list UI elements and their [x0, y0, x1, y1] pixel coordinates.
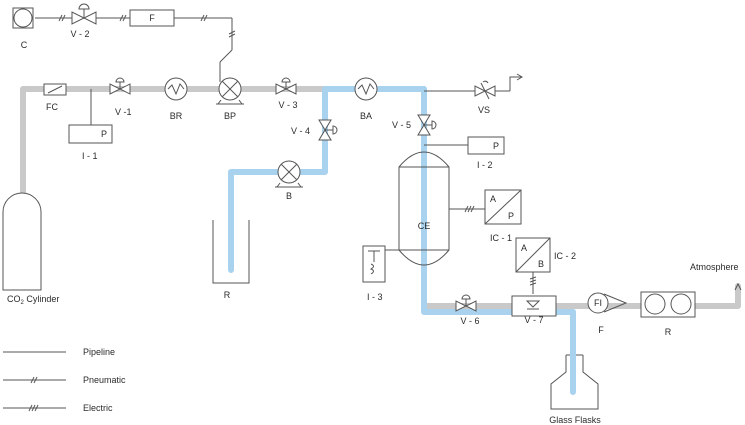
label-v2: V - 2: [70, 29, 89, 39]
label-i2: I - 2: [477, 160, 493, 170]
atmosphere-outlet: Atmosphere: [690, 262, 742, 291]
label-bp: BP: [224, 111, 236, 121]
valve-v7: V - 7: [511, 295, 557, 325]
label-co2-cylinder: CO2 Cylinder: [7, 294, 59, 306]
label-r-right: R: [665, 327, 672, 337]
label-vs: VS: [478, 105, 490, 115]
top-pneumatic-line: [35, 14, 236, 82]
label-c: C: [21, 40, 28, 50]
label-v1: V -1: [115, 107, 132, 117]
legend-pipeline-label: Pipeline: [83, 347, 115, 357]
label-v4: V - 4: [291, 126, 310, 136]
valve-v2: V - 2: [70, 3, 97, 39]
label-v7: V - 7: [524, 315, 543, 325]
compressor-c: C: [12, 7, 34, 50]
label-fc: FC: [46, 102, 58, 112]
heater-br: BR: [164, 77, 188, 121]
valve-v6: V - 6: [455, 294, 480, 326]
gas-meter-r: R: [640, 291, 696, 337]
label-i1: I - 1: [82, 151, 98, 161]
label-v5: V - 5: [392, 120, 411, 130]
heater-ba: BA: [354, 77, 378, 121]
legend-electric-label: Electric: [83, 403, 113, 413]
label-atmosphere: Atmosphere: [690, 262, 739, 272]
blue-pipeline-upper: [228, 86, 328, 273]
safety-valve-vs: VS: [424, 73, 523, 115]
pressure-indicator-i2: P I - 2: [424, 136, 505, 170]
label-p-i1: P: [101, 129, 107, 139]
label-v6: V - 6: [460, 316, 479, 326]
label-ic1-p: P: [508, 211, 514, 221]
label-f-right: F: [598, 325, 604, 335]
label-r-left: R: [224, 290, 231, 300]
valve-v3: V - 3: [275, 77, 298, 110]
controller-ic1: A P IC - 1: [449, 189, 522, 243]
extraction-vessel-ce: CE: [398, 151, 450, 266]
flow-indicator-fi: FI F: [587, 292, 628, 335]
pump-bp: BP: [216, 77, 244, 121]
label-glass-flasks: Glass Flasks: [549, 415, 601, 425]
label-b: B: [286, 191, 292, 201]
controller-ic2: A B IC - 2: [515, 237, 576, 294]
filter-f-top: F: [129, 9, 175, 27]
valve-v4: V - 4: [291, 119, 338, 141]
legend-pipeline: Pipeline: [3, 347, 115, 357]
label-ce: CE: [418, 221, 431, 231]
label-v3: V - 3: [278, 100, 297, 110]
co2-cylinder: CO2 Cylinder: [2, 192, 59, 306]
legend: Pipeline Pneumatic Electric: [3, 347, 126, 413]
label-p-i2: P: [493, 141, 499, 151]
label-br: BR: [170, 111, 183, 121]
legend-electric: Electric: [3, 403, 113, 413]
valve-v5: V - 5: [392, 114, 437, 136]
label-ic1: IC - 1: [490, 233, 512, 243]
pressure-indicator-i1: P I - 1: [68, 89, 113, 161]
flow-controller-fc: FC: [43, 83, 67, 112]
label-ic2-b: B: [538, 259, 544, 269]
label-fi: FI: [594, 298, 602, 308]
glass-flasks: Glass Flasks: [549, 309, 601, 425]
legend-pneumatic-label: Pneumatic: [83, 375, 126, 385]
label-ic2: IC - 2: [554, 251, 576, 261]
label-f-top: F: [149, 13, 155, 23]
pump-b: B: [275, 160, 303, 201]
label-ic1-a: A: [490, 194, 496, 204]
label-i3: I - 3: [367, 292, 383, 302]
valve-v1: V -1: [109, 77, 132, 117]
reservoir-r: R: [212, 220, 250, 300]
label-ba: BA: [360, 111, 372, 121]
label-ic2-a: A: [521, 243, 527, 253]
temperature-indicator-i3: I - 3: [362, 245, 399, 302]
legend-pneumatic: Pneumatic: [3, 375, 126, 385]
